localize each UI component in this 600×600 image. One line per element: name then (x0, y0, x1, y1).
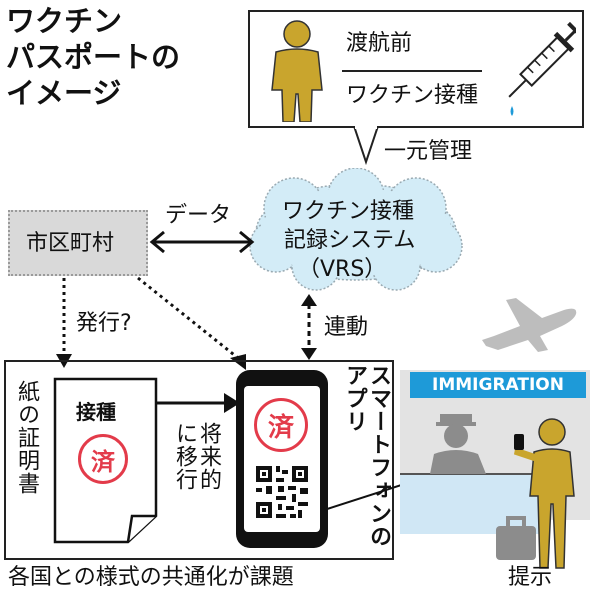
municipality-box (8, 210, 148, 276)
transition-label: 将来的に移行 (172, 422, 221, 491)
paper-doc-title: 接種 (76, 400, 116, 424)
present-label: 提示 (508, 565, 553, 590)
vrs-line-2: 記録システム (284, 228, 416, 253)
paper-stamp: 済 (78, 434, 128, 484)
predeparture-label: 渡航前 (346, 31, 413, 56)
title-line-2: パスポートの (6, 40, 181, 74)
link-arrow (301, 294, 317, 360)
vrs-line-1: ワクチン接種 (282, 199, 415, 224)
unified-management-label: 一元管理 (384, 139, 473, 164)
callout-tail (353, 126, 379, 166)
link-label: 連動 (324, 315, 369, 340)
municipality-label: 市区町村 (26, 231, 115, 256)
lower-panel (4, 360, 394, 560)
syringe-icon (508, 21, 576, 116)
smartphone (236, 370, 328, 548)
vrs-line-3: （VRS） (298, 257, 387, 282)
transition-arrow (156, 393, 240, 413)
issue-label: 発行? (76, 311, 132, 336)
app-label: スマートフォンのアプリ (342, 364, 391, 548)
paper-label: 紙の証明書 (14, 380, 39, 495)
qr-code-icon (254, 464, 310, 520)
airplane-icon (482, 298, 577, 352)
title-line-1: ワクチン (6, 4, 123, 38)
immigration-sign: IMMIGRATION (410, 372, 586, 398)
phone-stamp: 済 (254, 398, 308, 452)
vaccination-label: ワクチン接種 (346, 83, 479, 108)
predeparture-box: 渡航前 ワクチン接種 (248, 10, 584, 128)
data-arrow (149, 230, 255, 254)
divider (342, 70, 482, 72)
data-label: データ (165, 203, 232, 228)
immigration-figures (400, 414, 575, 569)
issue-footer: 各国との様式の共通化が課題 (8, 565, 294, 590)
person-icon (271, 20, 323, 122)
title-line-3: イメージ (6, 76, 122, 110)
vrs-cloud (249, 168, 463, 291)
